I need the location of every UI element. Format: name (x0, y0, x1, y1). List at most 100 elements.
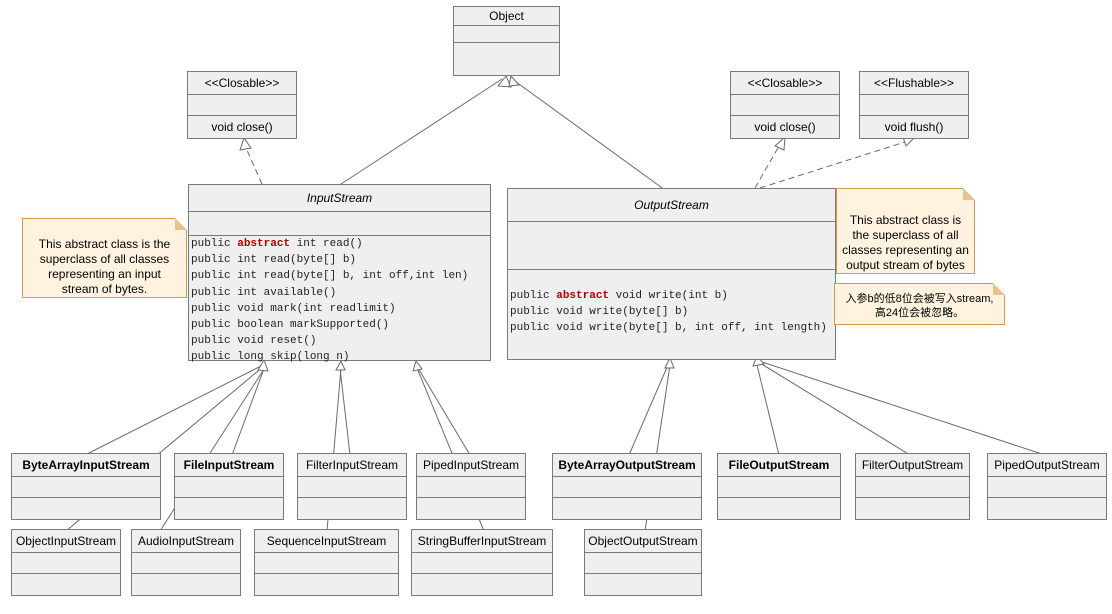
method-text: public void reset() (191, 335, 317, 348)
realization-input-to-closable (245, 147, 263, 185)
note-inputstream: This abstract class is the superclass of… (22, 218, 187, 298)
operations-compartment (988, 497, 1106, 519)
method-text: public int read(byte[] b) (191, 254, 357, 267)
method-row: public boolean markSupported() (191, 317, 490, 333)
note-fold-corner (963, 188, 975, 200)
class-filteroutputstream: FilterOutputStream (855, 453, 970, 520)
generalization-filteroutput (759, 362, 911, 456)
class-name: StringBufferInputStream (417, 534, 547, 548)
method-row: public long skip(long n) (191, 349, 490, 365)
interface-closable-output: <<Closable>> void close() (730, 71, 840, 139)
method-row: public int available() (191, 285, 490, 301)
operations-compartment: public abstract int read() public int rea… (189, 235, 490, 366)
method-text: public void write(byte[] b, int off, int… (510, 322, 827, 335)
method-row: public void reset() (191, 333, 490, 349)
class-pipedoutputstream: PipedOutputStream (987, 453, 1107, 520)
interface-flushable: <<Flushable>> void flush() (859, 71, 969, 139)
class-pipedinputstream: PipedInputStream (416, 453, 526, 520)
operations-compartment (454, 42, 559, 75)
class-name: SequenceInputStream (266, 534, 387, 548)
generalization-bytearrayinput (84, 364, 264, 456)
operations-compartment (412, 573, 552, 595)
operations-compartment (12, 497, 160, 519)
operation-close: void close() (731, 115, 839, 138)
method-row: public void write(byte[] b) (510, 304, 835, 320)
generalization-fileinput (231, 365, 266, 456)
method-text: int read() (290, 238, 363, 250)
attributes-compartment (988, 476, 1106, 497)
method-text: void write(int b) (609, 290, 728, 302)
attributes-compartment (188, 94, 296, 115)
class-name: ObjectInputStream (15, 534, 117, 548)
class-object: Object (453, 6, 560, 76)
method-row: public abstract int read() (191, 236, 490, 252)
class-outputstream: OutputStream public abstract void write(… (507, 188, 836, 360)
class-name: PipedOutputStream (994, 458, 1100, 472)
note-text: This abstract class is the superclass of… (38, 237, 171, 296)
method-text: public void mark(int readlimit) (191, 302, 396, 315)
class-name: PipedInputStream (422, 458, 520, 472)
attributes-compartment (718, 476, 840, 497)
generalization-filterinput (339, 367, 351, 456)
attributes-compartment (731, 94, 839, 115)
method-text: public int available() (191, 286, 337, 299)
attributes-compartment (255, 552, 398, 573)
attributes-compartment (508, 221, 835, 269)
attributes-compartment (189, 211, 490, 235)
class-name: ByteArrayOutputStream (558, 458, 696, 472)
class-fileinputstream: FileInputStream (174, 453, 284, 520)
class-stringbufferinputstream: StringBufferInputStream (411, 529, 553, 596)
attributes-compartment (417, 476, 525, 497)
class-sequenceinputstream: SequenceInputStream (254, 529, 399, 596)
operations-compartment (175, 497, 283, 519)
class-fileoutputstream: FileOutputStream (717, 453, 841, 520)
note-text: This abstract class is the superclass of… (842, 213, 969, 272)
attributes-compartment (298, 476, 406, 497)
attributes-compartment (12, 552, 120, 573)
class-bytearrayoutputstream: ByteArrayOutputStream (552, 453, 702, 520)
operations-compartment: public abstract void write(int b)public … (508, 269, 835, 337)
class-name: Object (489, 9, 524, 23)
attributes-compartment (132, 552, 240, 573)
generalization-bytearrayoutput (628, 364, 669, 456)
method-row: public int read(byte[] b) (191, 252, 490, 268)
operations-compartment (12, 573, 120, 595)
method-text: public int read(byte[] b, int off,int le… (191, 270, 469, 283)
note-write-method: 入参b的低8位会被写入stream, 高24位会被忽略。 (834, 283, 1005, 325)
class-name: ObjectOutputStream (588, 534, 698, 548)
class-name: OutputStream (634, 198, 709, 212)
operations-compartment (255, 573, 398, 595)
operations-compartment (856, 497, 969, 519)
method-row: public abstract void write(int b) (510, 288, 835, 304)
operations-compartment (585, 573, 701, 595)
note-text: 入参b的低8位会被写入stream, 高24位会被忽略。 (845, 293, 994, 319)
realization-output-to-closable (754, 145, 780, 189)
generalization-arrowhead-object (497, 75, 512, 88)
attributes-compartment (553, 476, 701, 497)
generalization-output-to-object (511, 78, 666, 191)
class-name: ByteArrayInputStream (22, 458, 150, 472)
attributes-compartment (860, 94, 968, 115)
note-outputstream: This abstract class is the superclass of… (836, 188, 975, 274)
note-fold-corner (993, 283, 1005, 295)
generalization-fileoutput (756, 364, 780, 456)
abstract-keyword: abstract (556, 290, 610, 302)
method-row: public void mark(int readlimit) (191, 301, 490, 317)
operations-compartment (132, 573, 240, 595)
operation-close: void close() (188, 115, 296, 138)
class-filterinputstream: FilterInputStream (297, 453, 407, 520)
class-name: FilterInputStream (305, 458, 399, 472)
note-fold-corner (175, 218, 187, 230)
attributes-compartment (412, 552, 552, 573)
method-text: public boolean markSupported() (191, 319, 390, 332)
class-name: AudioInputStream (137, 534, 235, 548)
attributes-compartment (585, 552, 701, 573)
generalization-pipedoutput (761, 361, 1046, 456)
method-text: public long skip(long n) (191, 351, 350, 364)
class-name: InputStream (306, 191, 373, 205)
operation-flush: void flush() (860, 115, 968, 138)
operations-compartment (417, 497, 525, 519)
class-objectinputstream: ObjectInputStream (11, 529, 121, 596)
interface-name: <<Closable>> (747, 76, 823, 90)
